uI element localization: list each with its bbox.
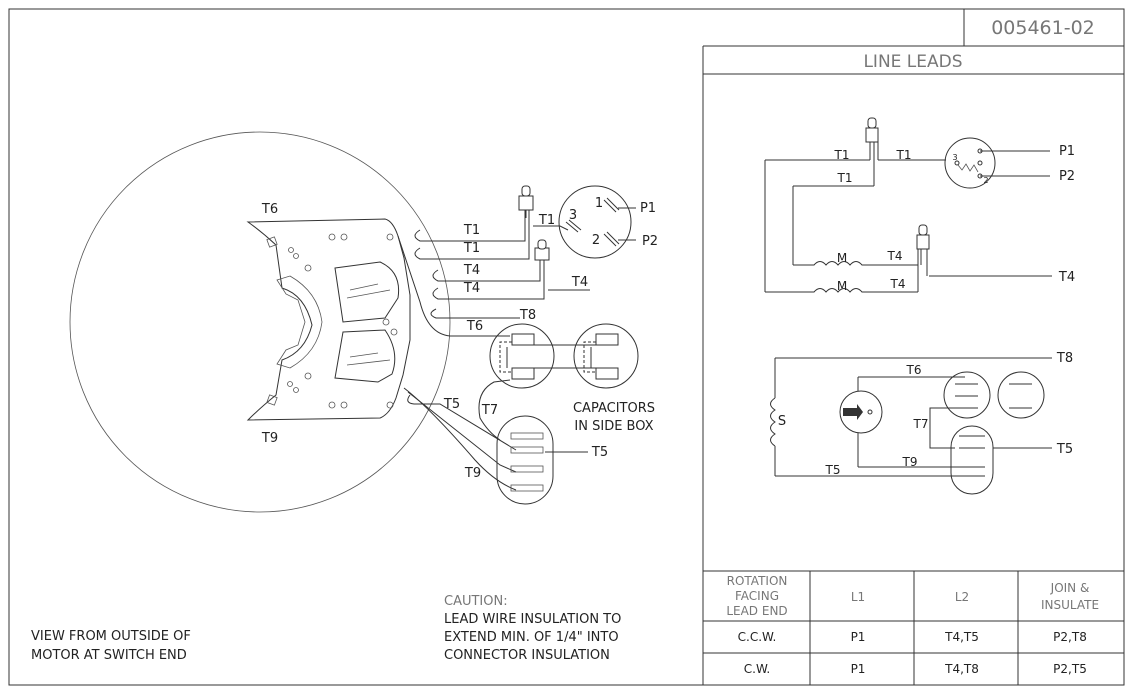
sch-label-m-b: M bbox=[837, 279, 847, 293]
label-t8: T8 bbox=[519, 308, 536, 323]
terminal-block-left bbox=[496, 415, 554, 505]
sch-label-t1-c: T1 bbox=[837, 171, 853, 185]
motor-leads bbox=[397, 210, 590, 491]
sch-label-t6: T6 bbox=[906, 363, 922, 377]
capacitors-left bbox=[489, 323, 639, 389]
t4-connector bbox=[534, 239, 550, 261]
motor-outline bbox=[69, 131, 451, 513]
table-header-rotation-2: FACING bbox=[735, 589, 779, 603]
sch-label-t7: T7 bbox=[913, 417, 929, 431]
schematic-upper bbox=[764, 117, 1052, 293]
rotation-table bbox=[703, 570, 1124, 685]
label-p1: P1 bbox=[640, 201, 656, 216]
caution-heading: CAUTION: bbox=[444, 594, 508, 609]
table-header-join-1: JOIN & bbox=[1050, 581, 1090, 595]
sch-label-t1-b: T1 bbox=[896, 148, 912, 162]
line-leads-title: LINE LEADS bbox=[863, 52, 962, 72]
sch-label-t4-a: T4 bbox=[887, 249, 903, 263]
sch-label-t4-out: T4 bbox=[1058, 270, 1075, 285]
sch-label-t9: T9 bbox=[902, 455, 918, 469]
label-t9: T9 bbox=[464, 466, 481, 481]
label-t1-a: T1 bbox=[463, 223, 480, 238]
label-t1-b: T1 bbox=[463, 241, 480, 256]
sch-label-3: 3 bbox=[952, 153, 957, 162]
switch-circle bbox=[558, 185, 636, 259]
label-t9-bottom: T9 bbox=[261, 431, 278, 446]
sch-label-t1-a: T1 bbox=[834, 148, 850, 162]
caution-line2: EXTEND MIN. OF 1/4" INTO bbox=[444, 630, 619, 645]
schematic-lower bbox=[770, 357, 1052, 495]
view-label-line2: MOTOR AT SWITCH END bbox=[31, 648, 187, 663]
table-row2-l2: T4,T8 bbox=[944, 662, 979, 676]
switch-plate bbox=[246, 218, 411, 421]
table-row2-join: P2,T5 bbox=[1053, 662, 1087, 676]
view-label-line1: VIEW FROM OUTSIDE OF bbox=[31, 629, 191, 644]
sch-label-t5: T5 bbox=[825, 463, 841, 477]
label-t4-b: T4 bbox=[463, 281, 480, 296]
drawing-number: 005461-02 bbox=[991, 17, 1095, 39]
label-t6: T6 bbox=[466, 319, 483, 334]
table-header-l1: L1 bbox=[851, 590, 865, 604]
t1-connector bbox=[518, 185, 569, 231]
label-switch-3: 3 bbox=[569, 208, 577, 223]
label-switch-1: 1 bbox=[595, 196, 603, 211]
label-t5: T5 bbox=[443, 397, 460, 412]
label-t1-switch: T1 bbox=[538, 213, 555, 228]
label-t4-a: T4 bbox=[463, 263, 480, 278]
table-header-rotation-3: LEAD END bbox=[726, 604, 787, 618]
sch-label-p1: P1 bbox=[1059, 144, 1075, 159]
label-t6-top: T6 bbox=[261, 202, 278, 217]
label-t5-out: T5 bbox=[591, 445, 608, 460]
sch-label-t5-out: T5 bbox=[1056, 442, 1073, 457]
table-row1-rotation: C.C.W. bbox=[738, 630, 777, 644]
sch-label-t4-b: T4 bbox=[890, 277, 906, 291]
label-t4-out: T4 bbox=[571, 275, 588, 290]
capacitors-label-line2: IN SIDE BOX bbox=[574, 419, 653, 434]
table-row2-rotation: C.W. bbox=[744, 662, 771, 676]
caution-line3: CONNECTOR INSULATION bbox=[444, 648, 610, 663]
table-row1-join: P2,T8 bbox=[1053, 630, 1087, 644]
label-p2: P2 bbox=[642, 234, 658, 249]
label-switch-2: 2 bbox=[592, 233, 600, 248]
label-t7: T7 bbox=[481, 403, 498, 418]
caution-line1: LEAD WIRE INSULATION TO bbox=[444, 612, 621, 627]
drawing-border bbox=[8, 8, 1125, 686]
sch-label-s: S bbox=[778, 414, 786, 429]
table-header-join-2: INSULATE bbox=[1041, 598, 1099, 612]
table-row2-l1: P1 bbox=[851, 662, 866, 676]
table-header-rotation-1: ROTATION bbox=[727, 574, 788, 588]
table-row1-l2: T4,T5 bbox=[944, 630, 979, 644]
table-row1-l1: P1 bbox=[851, 630, 866, 644]
sch-label-2: 2 bbox=[983, 176, 988, 185]
sch-label-p2: P2 bbox=[1059, 169, 1075, 184]
sch-label-m-a: M bbox=[837, 251, 847, 265]
table-header-l2: L2 bbox=[955, 590, 969, 604]
sch-label-t8: T8 bbox=[1056, 351, 1073, 366]
capacitors-label-line1: CAPACITORS bbox=[573, 401, 655, 416]
